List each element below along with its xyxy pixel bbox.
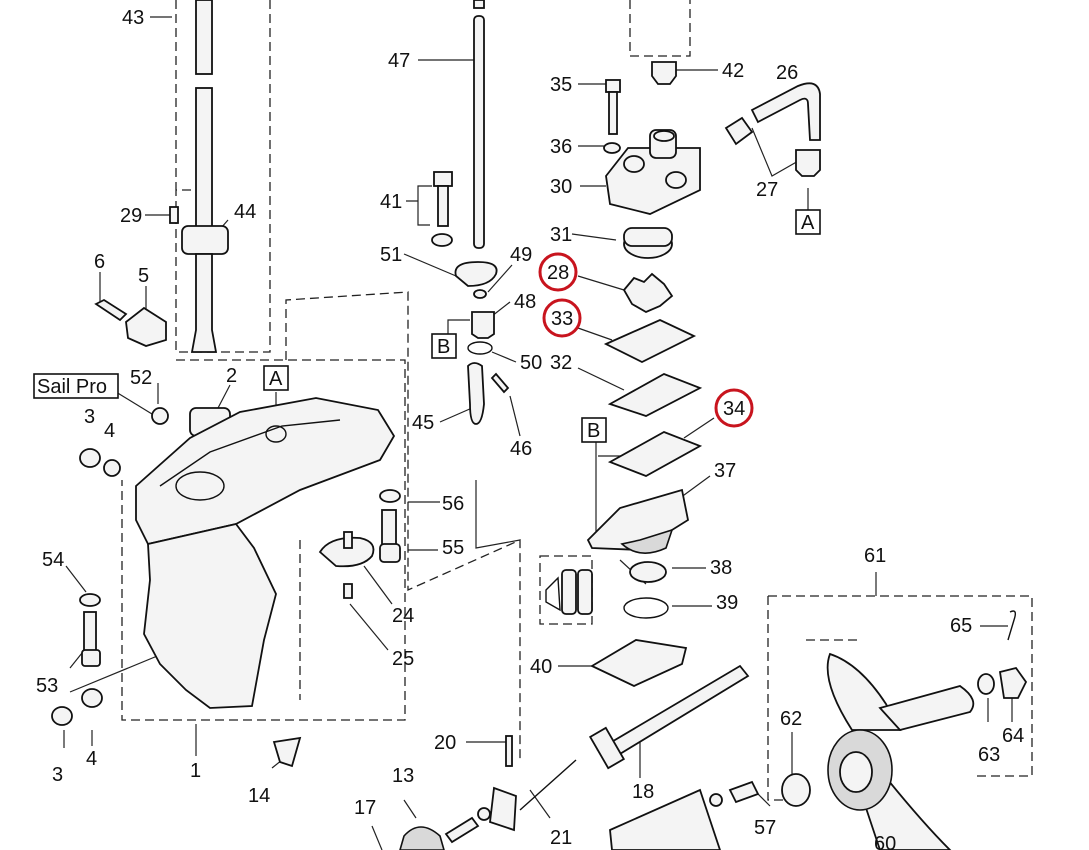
label-44: 44: [234, 201, 256, 223]
box-a-top: A: [795, 209, 821, 235]
label-3-lower: 3: [52, 764, 63, 786]
label-57: 57: [754, 817, 776, 839]
label-64: 64: [1002, 725, 1024, 747]
svg-text:B: B: [437, 336, 450, 358]
svg-text:Sail Pro: Sail Pro: [37, 376, 107, 398]
box-b-shaft: B: [431, 333, 457, 359]
label-34: 34: [723, 398, 745, 420]
box-a-casing: A: [263, 365, 289, 391]
label-18: 18: [632, 781, 654, 803]
label-61: 61: [864, 545, 886, 567]
label-35: 35: [550, 74, 572, 96]
label-50: 50: [520, 352, 542, 374]
label-31: 31: [550, 224, 572, 246]
label-54: 54: [42, 549, 64, 571]
label-28: 28: [547, 262, 569, 284]
label-43: 43: [122, 7, 144, 29]
label-48: 48: [514, 291, 536, 313]
label-33: 33: [551, 308, 573, 330]
label-13: 13: [392, 765, 414, 787]
highlight-33: [542, 298, 582, 338]
highlight-34: [714, 388, 754, 428]
label-63: 63: [978, 744, 1000, 766]
label-55: 55: [442, 537, 464, 559]
label-47: 47: [388, 50, 410, 72]
label-60: 60: [874, 833, 896, 850]
label-30: 30: [550, 176, 572, 198]
label-5: 5: [138, 265, 149, 287]
label-26: 26: [776, 62, 798, 84]
label-65: 65: [950, 615, 972, 637]
svg-text:A: A: [269, 368, 283, 390]
label-24: 24: [392, 605, 414, 627]
assembly-outlines: [121, 0, 1033, 801]
label-6: 6: [94, 251, 105, 273]
sail-pro-box: Sail Pro: [33, 373, 119, 399]
label-42: 42: [722, 60, 744, 82]
label-62: 62: [780, 708, 802, 730]
label-21: 21: [550, 827, 572, 849]
label-49: 49: [510, 244, 532, 266]
label-20: 20: [434, 732, 456, 754]
label-52: 52: [130, 367, 152, 389]
svg-text:A: A: [801, 212, 815, 234]
label-14: 14: [248, 785, 270, 807]
boxed-labels: A A B B Sail Pro: [33, 209, 821, 443]
label-37: 37: [714, 460, 736, 482]
part-numbers: 43 47 42 26 35 36 30 27 29 44 41 31 6 5 …: [36, 7, 1024, 850]
label-51: 51: [380, 244, 402, 266]
label-4-upper: 4: [104, 420, 115, 442]
label-56: 56: [442, 493, 464, 515]
label-41: 41: [380, 191, 402, 213]
label-1: 1: [190, 760, 201, 782]
label-36: 36: [550, 136, 572, 158]
box-b-pump: B: [581, 417, 607, 443]
leader-lines: [63, 16, 1013, 850]
label-38: 38: [710, 557, 732, 579]
label-45: 45: [412, 412, 434, 434]
label-3-upper: 3: [84, 406, 95, 428]
highlight-circles: [538, 252, 754, 428]
label-40: 40: [530, 656, 552, 678]
label-29: 29: [120, 205, 142, 227]
part-shapes: [51, 0, 1028, 850]
label-32: 32: [550, 352, 572, 374]
highlight-28: [538, 252, 578, 292]
label-25: 25: [392, 648, 414, 670]
label-27: 27: [756, 179, 778, 201]
label-46: 46: [510, 438, 532, 460]
label-53: 53: [36, 675, 58, 697]
label-17: 17: [354, 797, 376, 819]
svg-text:B: B: [587, 420, 600, 442]
label-4-lower: 4: [86, 748, 97, 770]
label-2: 2: [226, 365, 237, 387]
label-39: 39: [716, 592, 738, 614]
